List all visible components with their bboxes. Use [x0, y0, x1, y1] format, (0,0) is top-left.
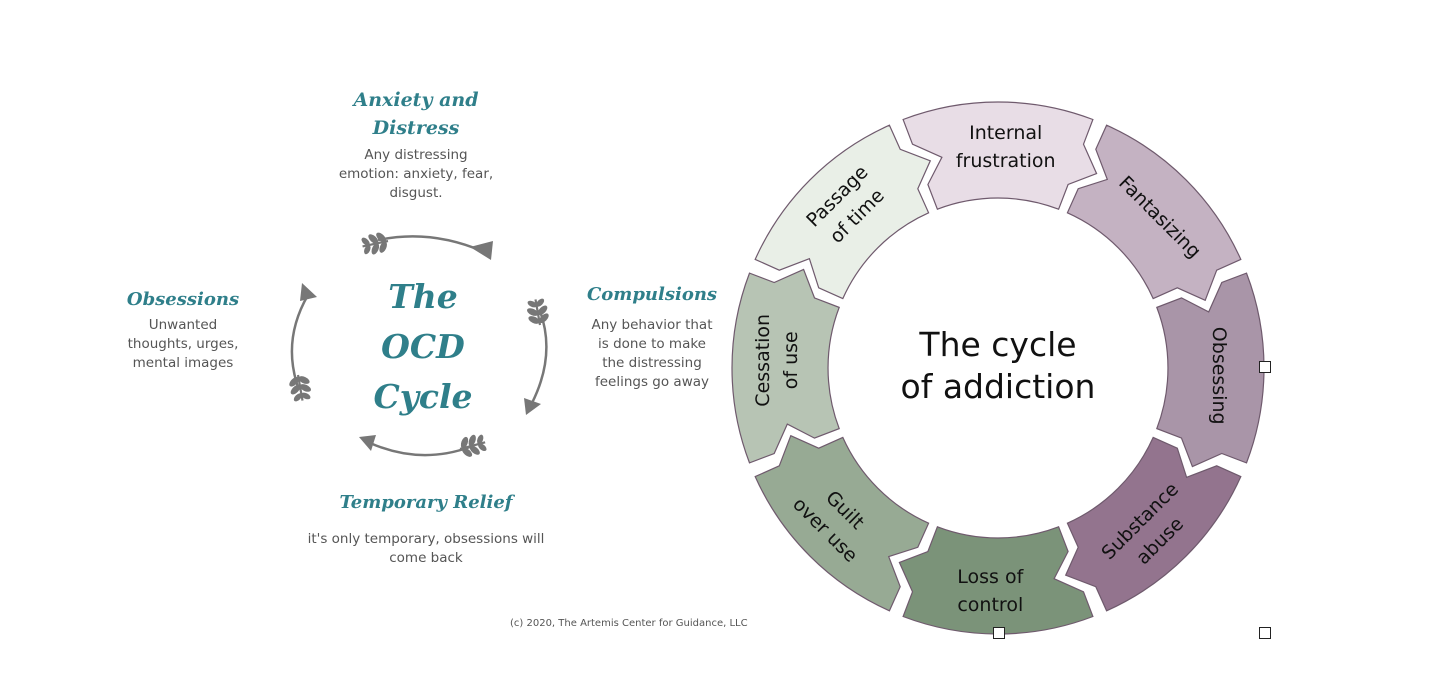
addiction-segment-text-7-2: of use: [780, 331, 802, 389]
compulsions-title: Compulsions: [586, 284, 718, 305]
addiction-segment-text-1-2: frustration: [956, 150, 1056, 172]
top-arrow: [357, 228, 493, 260]
ocd-cycle-arrows: [285, 228, 553, 462]
obsessions-desc-line-1: Unwanted: [148, 317, 218, 333]
addiction-segment-5: [898, 526, 1094, 635]
compulsions-desc-line-4: feelings go away: [594, 374, 709, 390]
right-arrow: [522, 295, 553, 415]
obsessions-description: Unwanted thoughts, urges, mental images: [103, 316, 263, 373]
addiction-segment-text-3-1: Obsessing: [1208, 327, 1230, 425]
addiction-segment-label-1: Internal frustration: [956, 122, 1056, 172]
compulsions-desc-line-1: Any behavior that: [591, 317, 713, 333]
addiction-segment-text-1-1: Internal: [969, 122, 1042, 144]
anxiety-desc-line-2: emotion: anxiety, fear,: [338, 166, 494, 182]
anxiety-title-line-1: Anxiety and: [353, 89, 479, 111]
addiction-segment-text-5-2: control: [957, 594, 1023, 616]
top-arrow-head: [470, 241, 493, 260]
resize-handle-bottom[interactable]: [993, 627, 1005, 639]
obsessions-desc-line-3: mental images: [132, 355, 234, 371]
right-arrow-head: [524, 398, 541, 415]
ocd-center-line-1: The: [388, 277, 458, 316]
left-arrow: [285, 283, 317, 405]
addiction-segment-text-5-1: Loss of: [957, 566, 1024, 588]
addiction-center-line-1: The cycle: [918, 325, 1076, 364]
ocd-center-line-2: OCD: [381, 327, 465, 366]
compulsions-desc-line-2: is done to make: [598, 336, 706, 352]
addiction-segment-label-7: Cessation of use: [752, 314, 802, 407]
relief-desc-line-1: it's only temporary, obsessions will: [307, 531, 545, 547]
addiction-segment-6: [754, 434, 930, 612]
temporary-relief-description: it's only temporary, obsessions will com…: [296, 530, 556, 568]
ocd-cycle-center-title: The OCD Cycle: [333, 272, 513, 422]
anxiety-distress-title: Anxiety and Distress: [316, 86, 516, 142]
temporary-relief-title: Temporary Relief: [339, 492, 513, 513]
addiction-segment-label-5: Loss of control: [957, 566, 1024, 616]
addiction-segment-8: [754, 124, 932, 300]
addiction-segment-1: [902, 101, 1098, 210]
left-arrow-head: [300, 283, 317, 301]
addiction-segment-3: [1156, 272, 1265, 468]
copyright-notice: (c) 2020, The Artemis Center for Guidanc…: [510, 618, 748, 629]
bottom-arrow: [359, 429, 491, 462]
relief-desc-line-2: come back: [389, 550, 463, 566]
anxiety-desc-line-1: Any distressing: [364, 147, 468, 163]
addiction-ring: InternalfrustrationFantasizingObsessingS…: [731, 101, 1265, 635]
ocd-center-line-3: Cycle: [373, 377, 473, 416]
obsessions-desc-line-2: thoughts, urges,: [127, 336, 239, 352]
addiction-segment-2: [1066, 124, 1242, 302]
anxiety-title-line-2: Distress: [372, 117, 460, 139]
obsessions-title: Obsessions: [126, 289, 240, 310]
resize-handle-right[interactable]: [1259, 361, 1271, 373]
bottom-arrow-head: [359, 435, 376, 451]
anxiety-distress-description: Any distressing emotion: anxiety, fear, …: [316, 146, 516, 203]
compulsions-description: Any behavior that is done to make the di…: [568, 316, 736, 392]
addiction-segment-label-3: Obsessing: [1208, 327, 1230, 425]
addiction-segment-7: [731, 268, 840, 464]
compulsions-desc-line-3: the distressing: [602, 355, 702, 371]
addiction-segment-4: [1064, 436, 1242, 612]
resize-handle-bottom-right[interactable]: [1259, 627, 1271, 639]
anxiety-desc-line-3: disgust.: [389, 185, 443, 201]
addiction-center-line-2: of addiction: [901, 367, 1096, 406]
addiction-segment-text-7-1: Cessation: [752, 314, 774, 407]
